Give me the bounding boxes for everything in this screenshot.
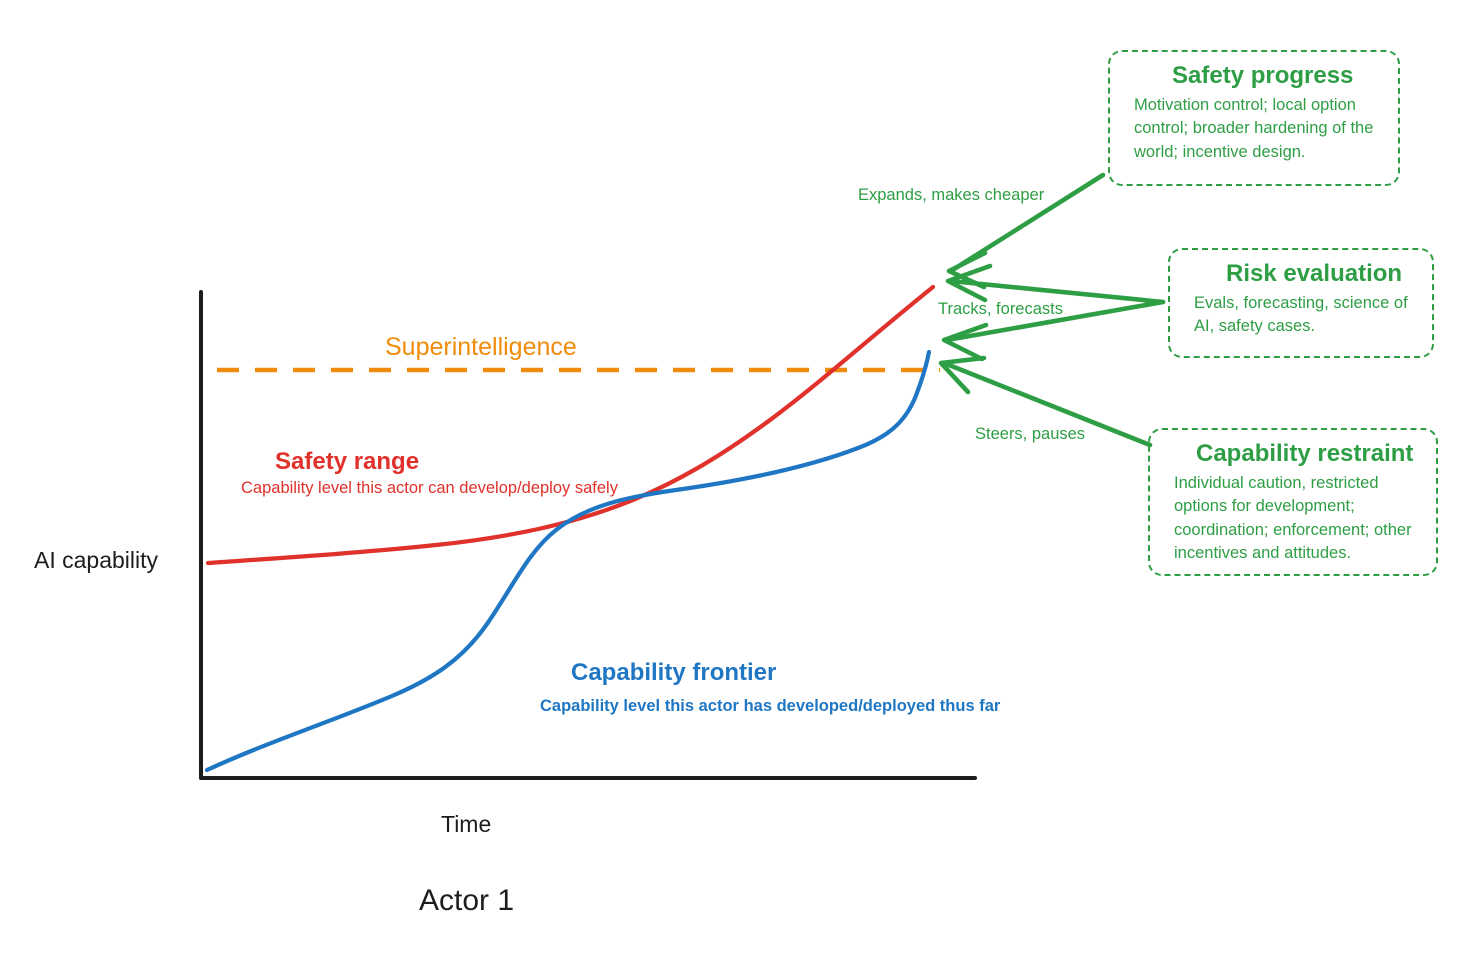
arrow-capability-restraint xyxy=(938,355,1153,448)
x-axis-label: Time xyxy=(441,811,492,837)
safety-range-subtitle: Capability level this actor can develop/… xyxy=(241,479,618,497)
arrow-label-steers-pauses: Steers, pauses xyxy=(975,425,1086,443)
safety-range-title: Safety range xyxy=(275,448,420,475)
note-body-risk-evaluation: Evals, forecasting, science of AI, safet… xyxy=(1194,294,1408,336)
note-title-risk-evaluation: Risk evaluation xyxy=(1226,260,1403,287)
arrow-risk-evaluation xyxy=(941,263,1166,362)
superintelligence-label: Superintelligence xyxy=(385,333,577,361)
note-title-capability-restraint: Capability restraint xyxy=(1196,440,1414,467)
note-box-risk-evaluation: Risk evaluation Evals, forecasting, scie… xyxy=(1168,248,1434,358)
note-box-safety-progress: Safety progress Motivation control; loca… xyxy=(1108,50,1400,186)
capability-frontier-curve xyxy=(204,349,932,773)
actor-title: Actor 1 xyxy=(419,884,515,917)
capability-frontier-title: Capability frontier xyxy=(571,659,777,686)
safety-range-curve xyxy=(205,284,936,566)
note-box-capability-restraint: Capability restraint Individual caution,… xyxy=(1148,428,1438,576)
note-body-safety-progress: Motivation control; local option control… xyxy=(1134,96,1374,161)
note-title-safety-progress: Safety progress xyxy=(1172,62,1354,89)
arrow-label-tracks-forecasts: Tracks, forecasts xyxy=(938,300,1063,318)
y-axis-label: AI capability xyxy=(34,547,159,573)
note-body-capability-restraint: Individual caution, restricted options f… xyxy=(1174,474,1412,563)
capability-frontier-subtitle: Capability level this actor has develope… xyxy=(540,697,1001,715)
arrow-label-expands-makes-cheaper: Expands, makes cheaper xyxy=(858,186,1045,204)
